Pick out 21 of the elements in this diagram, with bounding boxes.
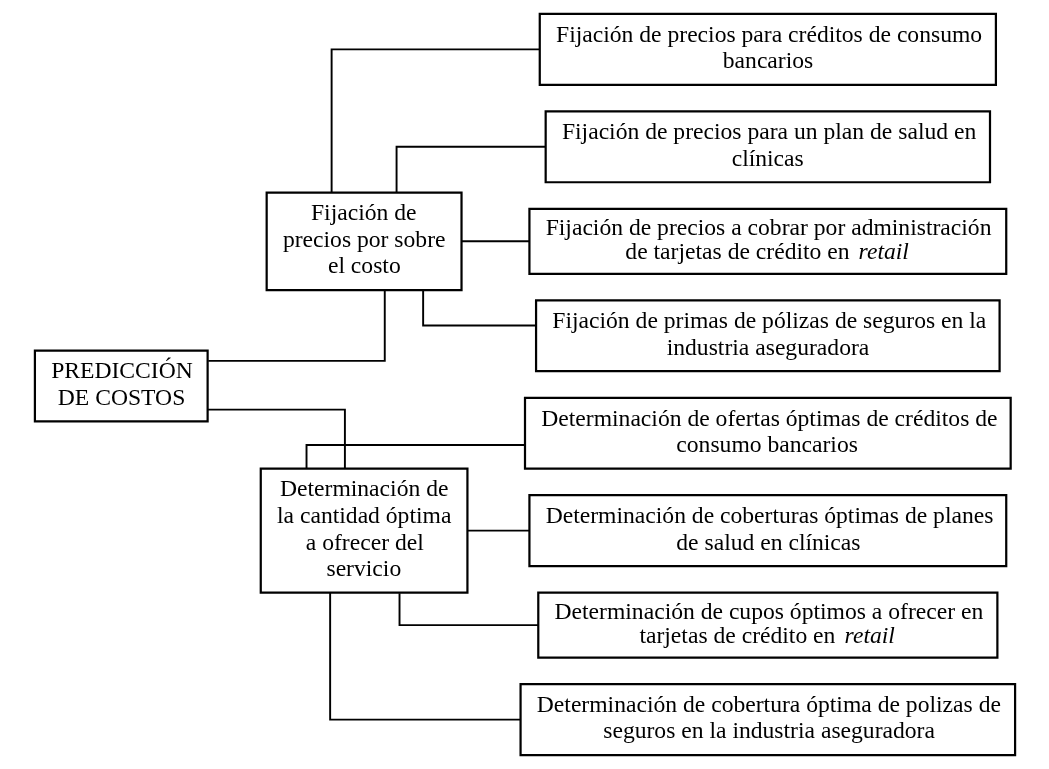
node-box: Fijación de precios a cobrar por administración de tarjetas de crédito en retail xyxy=(527,207,1007,275)
node-box: Determinación de cupos óptimos a ofrecer en tarjetas de crédito en retail xyxy=(536,591,998,659)
node-box: Fijación de precios para un plan de salud en clínicas xyxy=(544,110,991,184)
node-box: Fijación de precios por sobre el costo xyxy=(265,191,463,292)
connector xyxy=(206,408,346,469)
node-box: Determinación de cobertura óptima de polizas de seguros en la industria aseguradora xyxy=(518,683,1016,757)
connector xyxy=(460,240,530,243)
connector xyxy=(328,592,521,721)
connector xyxy=(398,592,539,627)
node-box: Determinación de coberturas óptimas de planes de salud en clínicas xyxy=(527,494,1007,568)
connector xyxy=(395,145,546,194)
connector xyxy=(305,444,525,470)
node-box: Fijación de precios para créditos de consumo bancarios xyxy=(538,12,997,86)
connector xyxy=(466,529,530,532)
node-box: PREDICCIÓN DE COSTOS xyxy=(33,349,209,423)
connector xyxy=(330,48,540,194)
node-box: Fijación de primas de pólizas de seguros en la industria aseguradora xyxy=(534,299,1001,373)
node-box: Determinación de ofertas óptimas de créditos de consumo bancarios xyxy=(523,396,1012,470)
connector xyxy=(421,289,537,327)
connector xyxy=(206,289,386,362)
node-box: Determinación de la cantidad óptima a ofrecer del servicio xyxy=(259,467,469,594)
